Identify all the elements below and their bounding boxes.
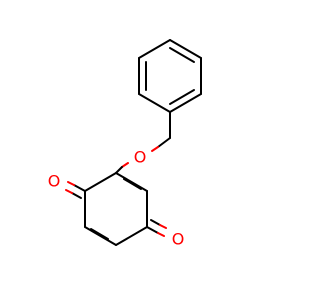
bond-carbonyl-left <box>73 184 86 192</box>
bond-ch2-o-red <box>151 146 159 152</box>
bond-carbonyl-left-2 <box>71 192 82 199</box>
bond <box>138 39 171 59</box>
bond <box>84 226 117 246</box>
ketone-oxygen-right-label: O <box>172 230 185 249</box>
molecule-structure: O O O <box>48 39 202 249</box>
quinone-ring <box>84 172 148 246</box>
bond-ch2-o <box>157 137 171 148</box>
bond <box>169 93 202 113</box>
bond-carbonyl-left-2-red <box>65 189 73 194</box>
ether-oxygen-label: O <box>134 148 147 167</box>
bond-o-ring <box>115 166 123 174</box>
bond <box>84 172 117 192</box>
bond-carbonyl-right-red <box>157 232 165 237</box>
bond-carbonyl-right <box>146 226 159 234</box>
ketone-oxygen-left-label: O <box>48 172 61 191</box>
benzene-ring <box>138 39 202 113</box>
bond-carbonyl-right-2-red <box>159 224 167 229</box>
bond <box>169 39 202 59</box>
bond-carbonyl-left-red <box>67 181 75 186</box>
bond <box>138 93 171 113</box>
bond-carbonyl-right-2 <box>150 219 161 226</box>
double-bond-inner <box>123 178 142 190</box>
bond <box>115 172 148 192</box>
bond <box>115 226 148 246</box>
bond-o-ring-red <box>121 162 129 168</box>
double-bond-inner <box>169 89 195 105</box>
double-bond-inner <box>90 228 109 240</box>
molecule-canvas: O O O <box>48 39 202 249</box>
double-bond-inner <box>169 47 195 63</box>
